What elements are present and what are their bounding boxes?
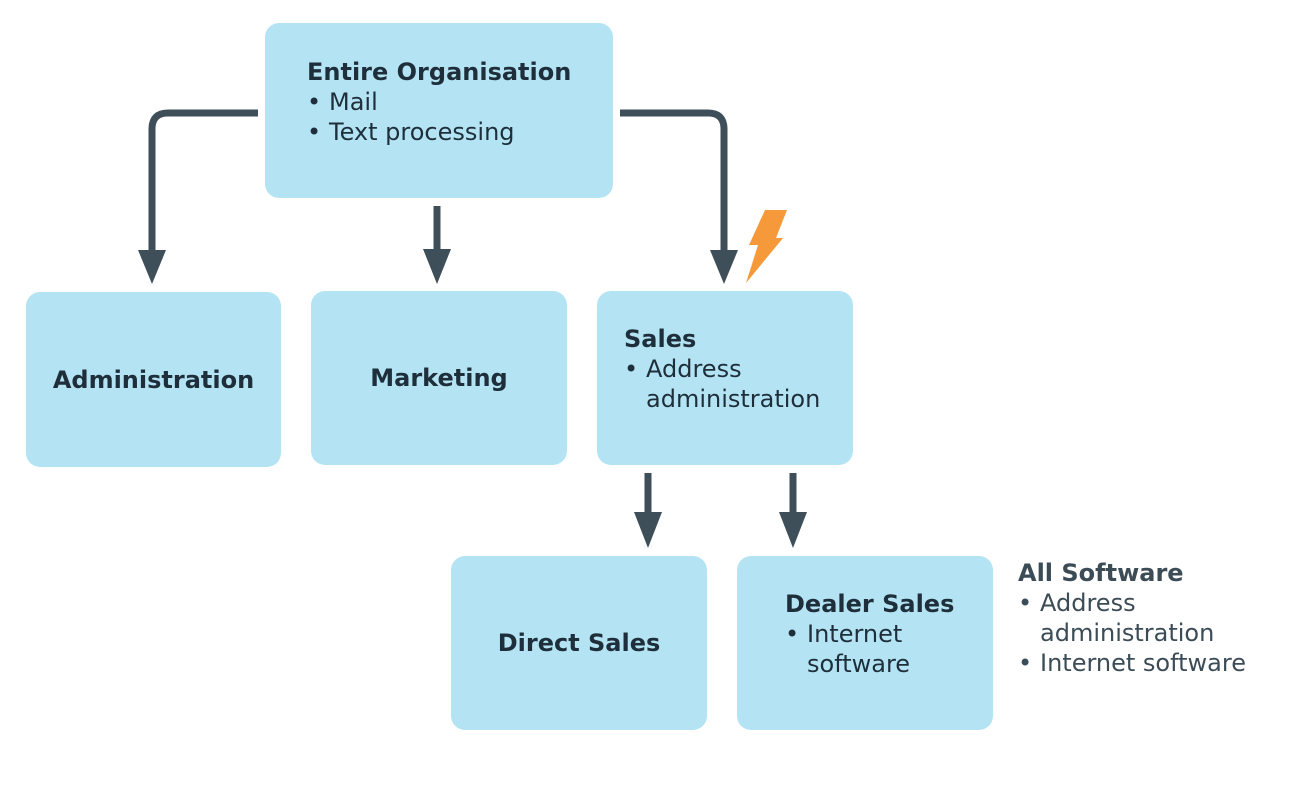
connector-root-to-administration	[148, 109, 258, 255]
list-item: •Internet software	[1018, 649, 1246, 677]
list-item: •Address	[1018, 589, 1136, 617]
lightning-bolt-icon	[746, 210, 787, 283]
list-item: •Mail	[307, 88, 378, 116]
node-title: Direct Sales	[497, 629, 661, 657]
node-sales: Sales •Address administration	[597, 291, 853, 465]
arrowhead-marketing	[423, 249, 451, 284]
bullet-icon: •	[1018, 649, 1033, 677]
node-administration: Administration	[26, 292, 281, 467]
node-title: Marketing	[370, 364, 508, 392]
arrowhead-administration	[138, 250, 166, 284]
list-item-continuation: administration	[1040, 619, 1215, 647]
node-dealer-sales: Dealer Sales •Internet software	[737, 556, 993, 730]
node-title: Dealer Sales	[785, 590, 955, 618]
connector-root-to-sales	[620, 109, 728, 255]
bullet-icon: •	[307, 88, 322, 116]
list-item-continuation: software	[807, 650, 911, 678]
node-direct-sales: Direct Sales	[451, 556, 707, 730]
list-item-continuation: administration	[646, 385, 821, 413]
node-title: Sales	[624, 325, 697, 353]
bullet-icon: •	[307, 118, 322, 146]
bullet-icon: •	[624, 355, 639, 383]
list-item: •Text processing	[307, 118, 515, 146]
arrowhead-direct-sales	[634, 512, 662, 548]
side-note-title: All Software	[1018, 559, 1184, 587]
list-item: •Address	[624, 355, 742, 383]
node-title: Entire Organisation	[307, 58, 572, 86]
node-title: Administration	[52, 365, 255, 394]
bullet-icon: •	[1018, 589, 1033, 617]
list-item: •Internet	[785, 620, 903, 648]
arrowhead-sales	[710, 250, 738, 284]
bullet-icon: •	[785, 620, 800, 648]
node-marketing: Marketing	[311, 291, 567, 465]
arrowhead-dealer-sales	[779, 512, 807, 548]
side-note-all-software: All Software •Address administration •In…	[1018, 558, 1288, 678]
node-entire-organisation: Entire Organisation •Mail •Text processi…	[265, 23, 613, 198]
